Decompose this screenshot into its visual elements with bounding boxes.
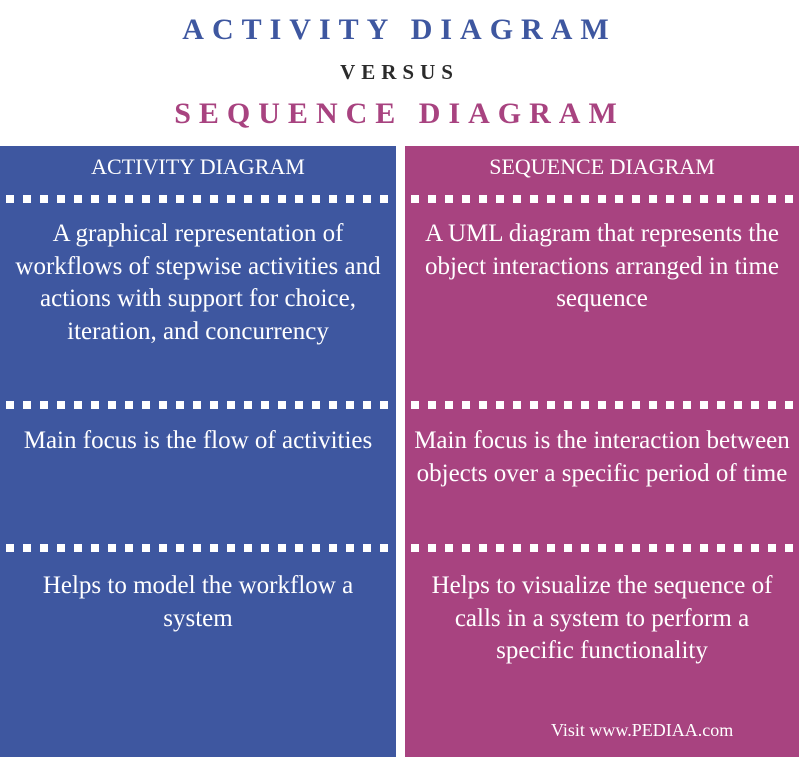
dotted-divider [6, 544, 390, 552]
sequence-column-heading: SEQUENCE DIAGRAM [489, 154, 715, 179]
sequence-main-focus: Main focus is the interaction between ob… [414, 427, 790, 487]
activity-main-focus: Main focus is the flow of activities [23, 427, 373, 454]
title-sequence-diagram: SEQUENCE DIAGRAM [174, 97, 625, 130]
dotted-divider [411, 544, 793, 552]
activity-column-heading: ACTIVITY DIAGRAM [91, 154, 305, 179]
dotted-divider [411, 195, 793, 203]
sequence-column: SEQUENCE DIAGRAM A UML diagram that repr… [405, 146, 799, 757]
pediaa-credit: Visit www.PEDIAA.com [551, 720, 734, 740]
title-activity-diagram: ACTIVITY DIAGRAM [182, 13, 617, 46]
activity-column: ACTIVITY DIAGRAM A graphical representat… [0, 146, 396, 757]
dotted-divider [6, 401, 390, 409]
sequence-definition: A UML diagram that represents the object… [424, 220, 780, 312]
versus-label: VERSUS [340, 60, 459, 84]
activity-purpose: Helps to model the workflow a system [42, 572, 354, 632]
dotted-divider [411, 401, 793, 409]
dotted-divider [6, 195, 390, 203]
sequence-purpose: Helps to visualize the sequence of calls… [431, 572, 773, 664]
activity-definition: A graphical representation of workflows … [15, 220, 381, 345]
